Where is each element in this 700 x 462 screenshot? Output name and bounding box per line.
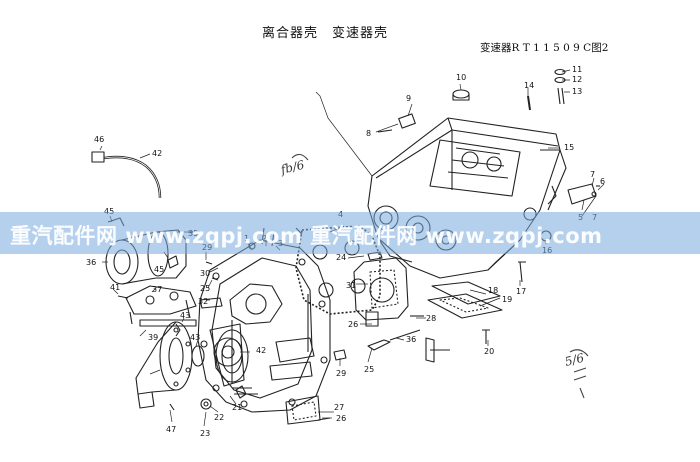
handwritten-note-right: 5/6: [563, 351, 585, 369]
part-label: 30: [200, 269, 210, 278]
part-label: 25: [364, 365, 374, 374]
part-label: 21: [232, 403, 242, 412]
part-label: 14: [524, 81, 534, 90]
part-label: 42: [152, 149, 162, 158]
transmission-housing: [367, 117, 567, 279]
part-label: 7: [590, 170, 595, 179]
part-label: 42: [256, 346, 266, 355]
part-label: 25: [200, 284, 210, 293]
bearing-retainer: [135, 321, 193, 409]
part-label: 41: [110, 283, 120, 292]
seal-ring: [191, 329, 249, 383]
part-label: 31: [346, 281, 356, 290]
part-label: 8: [366, 129, 371, 138]
part-label: 29: [336, 369, 346, 378]
lube-hose: [91, 151, 162, 199]
part-label: 12: [572, 75, 582, 84]
part-labels: 9 10 14 11 12 13 8 15 7 6 5 7 16 17 18 1…: [86, 65, 605, 438]
part-label: 27: [334, 403, 344, 412]
shift-cover-plate: [427, 281, 503, 319]
part-label: 24: [336, 253, 346, 262]
part-label: 26: [348, 320, 358, 329]
part-label: 37: [152, 285, 162, 294]
release-fork: [117, 285, 197, 327]
part-label: 10: [456, 73, 466, 82]
part-label: 17: [516, 287, 526, 296]
clutch-housing: [197, 227, 331, 413]
part-label: 23: [200, 429, 210, 438]
part-label: 45: [104, 207, 114, 216]
part-label: 11: [572, 65, 582, 74]
part-label: 32: [198, 297, 208, 306]
part-label: 43: [180, 311, 190, 320]
part-label: 18: [488, 286, 498, 295]
part-label: 39: [148, 333, 158, 342]
part-label: 15: [564, 143, 574, 152]
part-label: 28: [426, 314, 436, 323]
part-label: 45: [154, 265, 164, 274]
part-label: 43: [190, 333, 200, 342]
part-label: 22: [214, 413, 224, 422]
part-label: 6: [600, 177, 605, 186]
part-label: 36: [86, 258, 96, 267]
part-label: 46: [94, 135, 104, 144]
watermark-banner: 重汽配件网 www.zqpj.com 重汽配件网 www.zqpj.com: [0, 212, 700, 254]
part-label: 36: [406, 335, 416, 344]
part-label: 47: [166, 425, 176, 434]
part-label: 19: [502, 295, 512, 304]
watermark-text: 重汽配件网 www.zqpj.com 重汽配件网 www.zqpj.com: [10, 224, 603, 248]
part-label: 13: [572, 87, 582, 96]
diagram-title: 离合器壳 变速器壳: [262, 26, 389, 41]
cover-plate: [353, 257, 409, 321]
part-label: 9: [406, 94, 411, 103]
part-label: 26: [336, 414, 346, 423]
handwritten-note-left: fb/6: [278, 157, 306, 177]
handwritten-notes: fb/6 5/6: [278, 157, 585, 368]
diagram-subtitle: 变速器R T 1 1 5 0 9 C图2: [480, 42, 609, 54]
part-label: 20: [484, 347, 494, 356]
handwritten-marks: [291, 153, 589, 399]
